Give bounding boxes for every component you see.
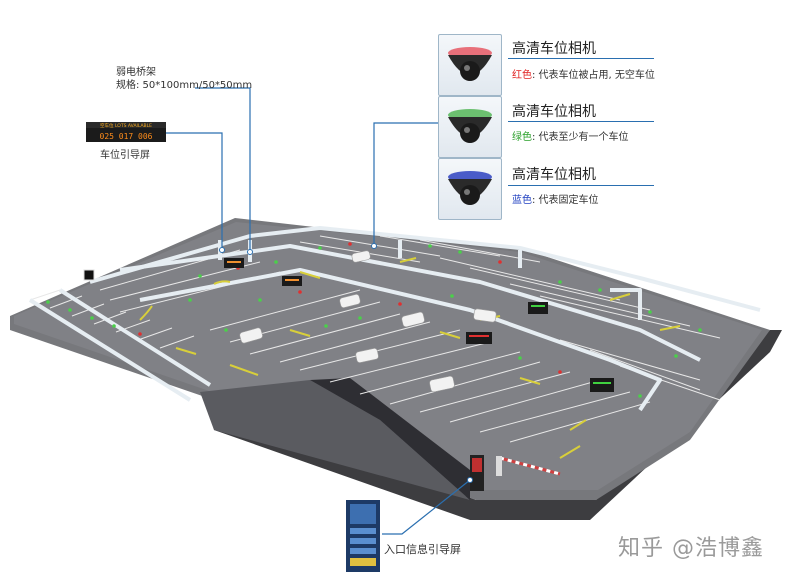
car bbox=[429, 375, 455, 393]
camera-desc-blue: 蓝色: 代表固定车位 bbox=[512, 191, 599, 206]
dome-camera-icon bbox=[448, 47, 492, 81]
car bbox=[355, 348, 379, 363]
entrance-ramp bbox=[200, 380, 470, 500]
entrance-info-totem bbox=[346, 500, 380, 572]
watermark: 知乎 @浩博鑫 bbox=[618, 536, 764, 561]
guide-screen-digits: 025 017 006 bbox=[100, 132, 153, 141]
camera-separator bbox=[508, 121, 654, 122]
car bbox=[351, 250, 371, 263]
dome-camera-icon bbox=[448, 171, 492, 205]
guide-screen bbox=[590, 378, 614, 392]
guide-screen-top-text: 空车位 LOTS AVAILABLE bbox=[100, 122, 152, 129]
guide-screen bbox=[528, 302, 548, 314]
color-word-green: 绿色 bbox=[512, 132, 532, 143]
leader-dots bbox=[219, 243, 473, 483]
car bbox=[339, 294, 361, 308]
camera-separator bbox=[508, 185, 654, 186]
entrance-screen-label: 入口信息引导屏 bbox=[384, 543, 461, 556]
guidance-screens bbox=[224, 258, 614, 392]
camera-title-red: 高清车位相机 bbox=[512, 41, 596, 57]
camera-separator bbox=[508, 58, 654, 59]
camera-image-green bbox=[438, 96, 502, 158]
leader-lines bbox=[166, 87, 471, 535]
color-word-red: 红色 bbox=[512, 70, 532, 81]
camera-desc-rest: : 代表至少有一个车位 bbox=[532, 132, 629, 143]
car bbox=[401, 311, 425, 328]
car bbox=[473, 308, 497, 323]
camera-image-red bbox=[438, 34, 502, 96]
entrance-gate bbox=[470, 455, 561, 491]
camera-image-blue bbox=[438, 158, 502, 220]
bridge-title: 弱电桥架 bbox=[116, 67, 156, 78]
car bbox=[239, 327, 263, 344]
guide-screen-label: 车位引导屏 bbox=[100, 150, 150, 161]
camera-desc-red: 红色: 代表车位被占用, 无空车位 bbox=[512, 66, 655, 81]
dome-camera-icon bbox=[448, 109, 492, 143]
guide-screen-illustration bbox=[86, 122, 166, 142]
camera-title-blue: 高清车位相机 bbox=[512, 167, 596, 183]
guide-screen bbox=[466, 332, 492, 344]
color-word-blue: 蓝色 bbox=[512, 195, 532, 206]
camera-desc-rest: : 代表车位被占用, 无空车位 bbox=[532, 70, 655, 81]
bridge-spec: 规格: 50*100mm/50*50mm bbox=[116, 80, 253, 91]
parked-cars bbox=[239, 250, 497, 393]
small-device bbox=[83, 269, 95, 281]
camera-desc-rest: : 代表固定车位 bbox=[532, 195, 599, 206]
camera-desc-green: 绿色: 代表至少有一个车位 bbox=[512, 128, 629, 143]
camera-title-green: 高清车位相机 bbox=[512, 104, 596, 120]
